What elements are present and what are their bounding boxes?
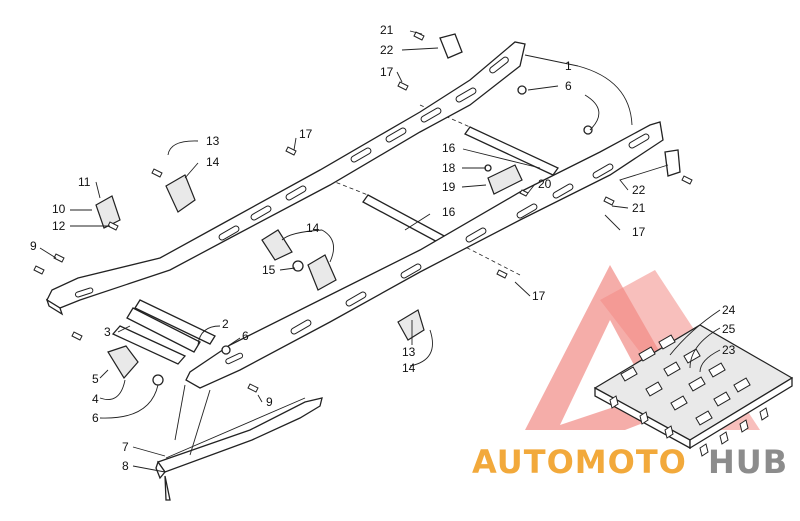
watermark-word-hub: HUB — [708, 443, 788, 481]
callout-21-top: 21 — [380, 23, 394, 37]
bolts — [33, 31, 693, 393]
callout-14-mid: 14 — [306, 221, 320, 235]
callout-16-mid: 16 — [442, 205, 456, 219]
callout-24: 24 — [722, 303, 736, 317]
callout-7: 7 — [122, 440, 129, 454]
callout-15: 15 — [262, 263, 276, 277]
callout-1: 1 — [565, 59, 572, 73]
callout-13-left: 13 — [206, 134, 220, 148]
callout-16-top: 16 — [442, 141, 456, 155]
callout-20: 20 — [538, 177, 552, 191]
callout-6-top: 6 — [565, 79, 572, 93]
left-rail — [45, 41, 526, 316]
callout-6-bottom: 6 — [92, 411, 99, 425]
callout-8: 8 — [122, 459, 129, 473]
callout-19: 19 — [442, 180, 456, 194]
callout-labels: 21 22 1 17 6 13 14 17 16 18 19 20 22 21 … — [30, 23, 736, 473]
right-rail — [185, 121, 664, 389]
cross-shafts — [111, 104, 559, 365]
callout-17-right: 17 — [632, 225, 646, 239]
callout-5: 5 — [92, 372, 99, 386]
leader-lines — [39, 30, 721, 473]
watermark-word-automoto: AUTOMOTO — [472, 443, 687, 481]
callout-17-mid: 17 — [299, 127, 313, 141]
watermark-text: AUTOMOTO HUB — [472, 443, 788, 481]
callout-21-right: 21 — [632, 201, 646, 215]
callout-18: 18 — [442, 161, 456, 175]
slide-rail — [155, 397, 323, 501]
callout-13-bottom: 13 — [402, 345, 416, 359]
callout-6-mid: 6 — [242, 329, 249, 343]
callout-4: 4 — [92, 392, 99, 406]
callout-9-bottom: 9 — [266, 395, 273, 409]
callout-17-lower: 17 — [532, 289, 546, 303]
callout-3: 3 — [104, 325, 111, 339]
callout-10: 10 — [52, 202, 66, 216]
brackets — [95, 33, 681, 386]
callout-14-left: 14 — [206, 155, 220, 169]
callout-17-top: 17 — [380, 65, 394, 79]
callout-14-bottom: 14 — [402, 361, 416, 375]
callout-22-top: 22 — [380, 43, 394, 57]
callout-25: 25 — [722, 322, 736, 336]
callout-22-right: 22 — [632, 183, 646, 197]
callout-11: 11 — [78, 175, 91, 189]
callout-12: 12 — [52, 219, 66, 233]
callout-2: 2 — [222, 317, 229, 331]
callout-9-left: 9 — [30, 239, 37, 253]
callout-23: 23 — [722, 343, 736, 357]
track-assembly — [593, 324, 794, 457]
